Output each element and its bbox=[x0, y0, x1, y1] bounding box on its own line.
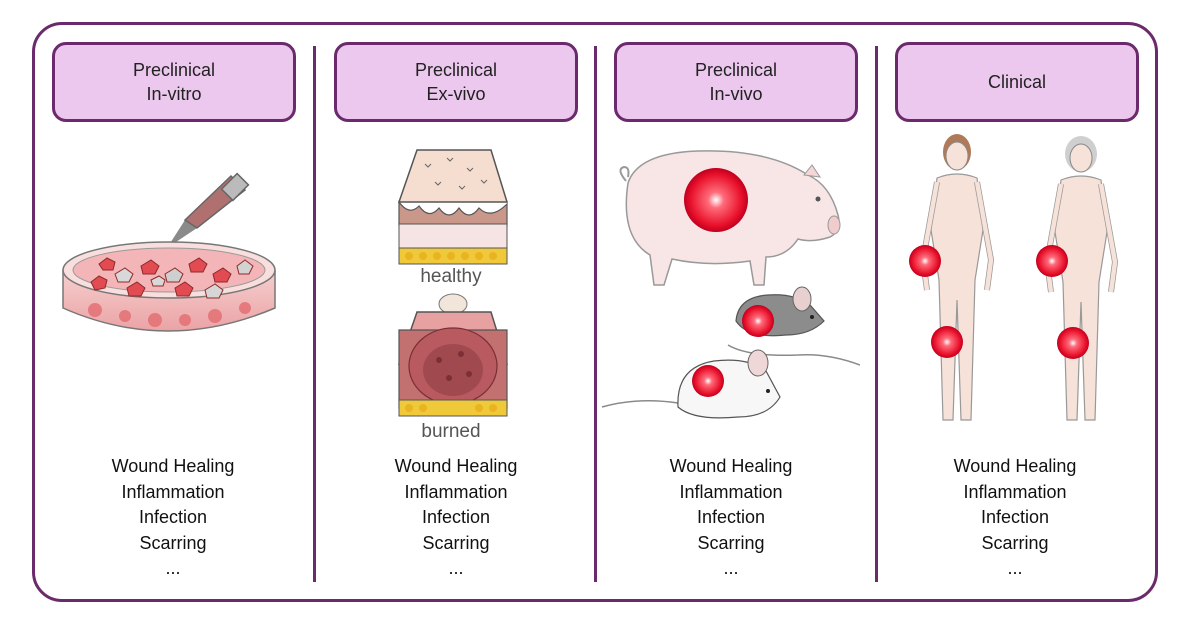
header-line-1: Preclinical bbox=[132, 60, 216, 80]
healthy-label: healthy bbox=[420, 266, 482, 287]
animal-models-illustration bbox=[601, 150, 860, 419]
term-item: Wound Healing bbox=[394, 456, 518, 476]
term-item: Inflammation bbox=[121, 481, 225, 502]
term-item: ... bbox=[723, 558, 739, 578]
human-figure-icon bbox=[1036, 136, 1119, 421]
term-item: Scarring bbox=[697, 532, 765, 553]
term-item: Inflammation bbox=[963, 481, 1067, 502]
header-line-2: Ex-vivo bbox=[426, 84, 486, 104]
header-in-vitro: Preclinical In-vitro bbox=[52, 42, 296, 122]
header-line-2: In-vivo bbox=[709, 84, 763, 104]
mouse-icon bbox=[601, 349, 781, 419]
header-line-1: Clinical bbox=[987, 72, 1047, 92]
term-item: Inflammation bbox=[679, 481, 783, 502]
column-divider-2 bbox=[594, 46, 597, 582]
term-item: ... bbox=[448, 558, 464, 578]
pipette-icon bbox=[167, 172, 250, 248]
term-list-clinical: Wound Healing Inflammation Infection Sca… bbox=[880, 454, 1150, 582]
header-clinical: Clinical bbox=[895, 42, 1139, 122]
term-item: Wound Healing bbox=[669, 456, 793, 476]
human-figure-icon bbox=[909, 134, 995, 421]
header-line-1: Preclinical bbox=[414, 60, 498, 80]
term-item: Infection bbox=[421, 507, 491, 527]
term-item: Scarring bbox=[981, 532, 1049, 553]
term-list-in-vivo: Wound Healing Inflammation Infection Sca… bbox=[596, 454, 866, 582]
skin-layer-icon: healthy burned bbox=[397, 149, 509, 442]
pig-icon bbox=[619, 150, 841, 286]
term-item: Scarring bbox=[422, 532, 490, 553]
petri-dish-icon bbox=[62, 172, 276, 332]
diagram-frame bbox=[32, 22, 1158, 602]
term-item: Wound Healing bbox=[111, 456, 235, 476]
header-line-2: In-vitro bbox=[146, 84, 202, 104]
term-item: Infection bbox=[696, 507, 766, 527]
header-in-vivo: Preclinical In-vivo bbox=[614, 42, 858, 122]
term-item: Infection bbox=[138, 507, 208, 527]
term-item: Infection bbox=[980, 507, 1050, 527]
healthy-skin-icon: healthy bbox=[397, 149, 509, 287]
header-line-1: Preclinical bbox=[694, 60, 778, 80]
column-divider-1 bbox=[313, 46, 316, 582]
term-list-ex-vivo: Wound Healing Inflammation Infection Sca… bbox=[321, 454, 591, 582]
mouse-icon bbox=[727, 286, 860, 366]
column-divider-3 bbox=[875, 46, 878, 582]
term-item: ... bbox=[1007, 558, 1023, 578]
term-list-in-vitro: Wound Healing Inflammation Infection Sca… bbox=[38, 454, 308, 582]
term-item: Inflammation bbox=[404, 481, 508, 502]
term-item: Scarring bbox=[139, 532, 207, 553]
term-item: Wound Healing bbox=[953, 456, 1077, 476]
human-figures-illustration bbox=[909, 134, 1119, 421]
burned-label: burned bbox=[421, 421, 480, 442]
term-item: ... bbox=[165, 558, 181, 578]
header-ex-vivo: Preclinical Ex-vivo bbox=[334, 42, 578, 122]
burned-skin-icon: burned bbox=[397, 293, 509, 442]
